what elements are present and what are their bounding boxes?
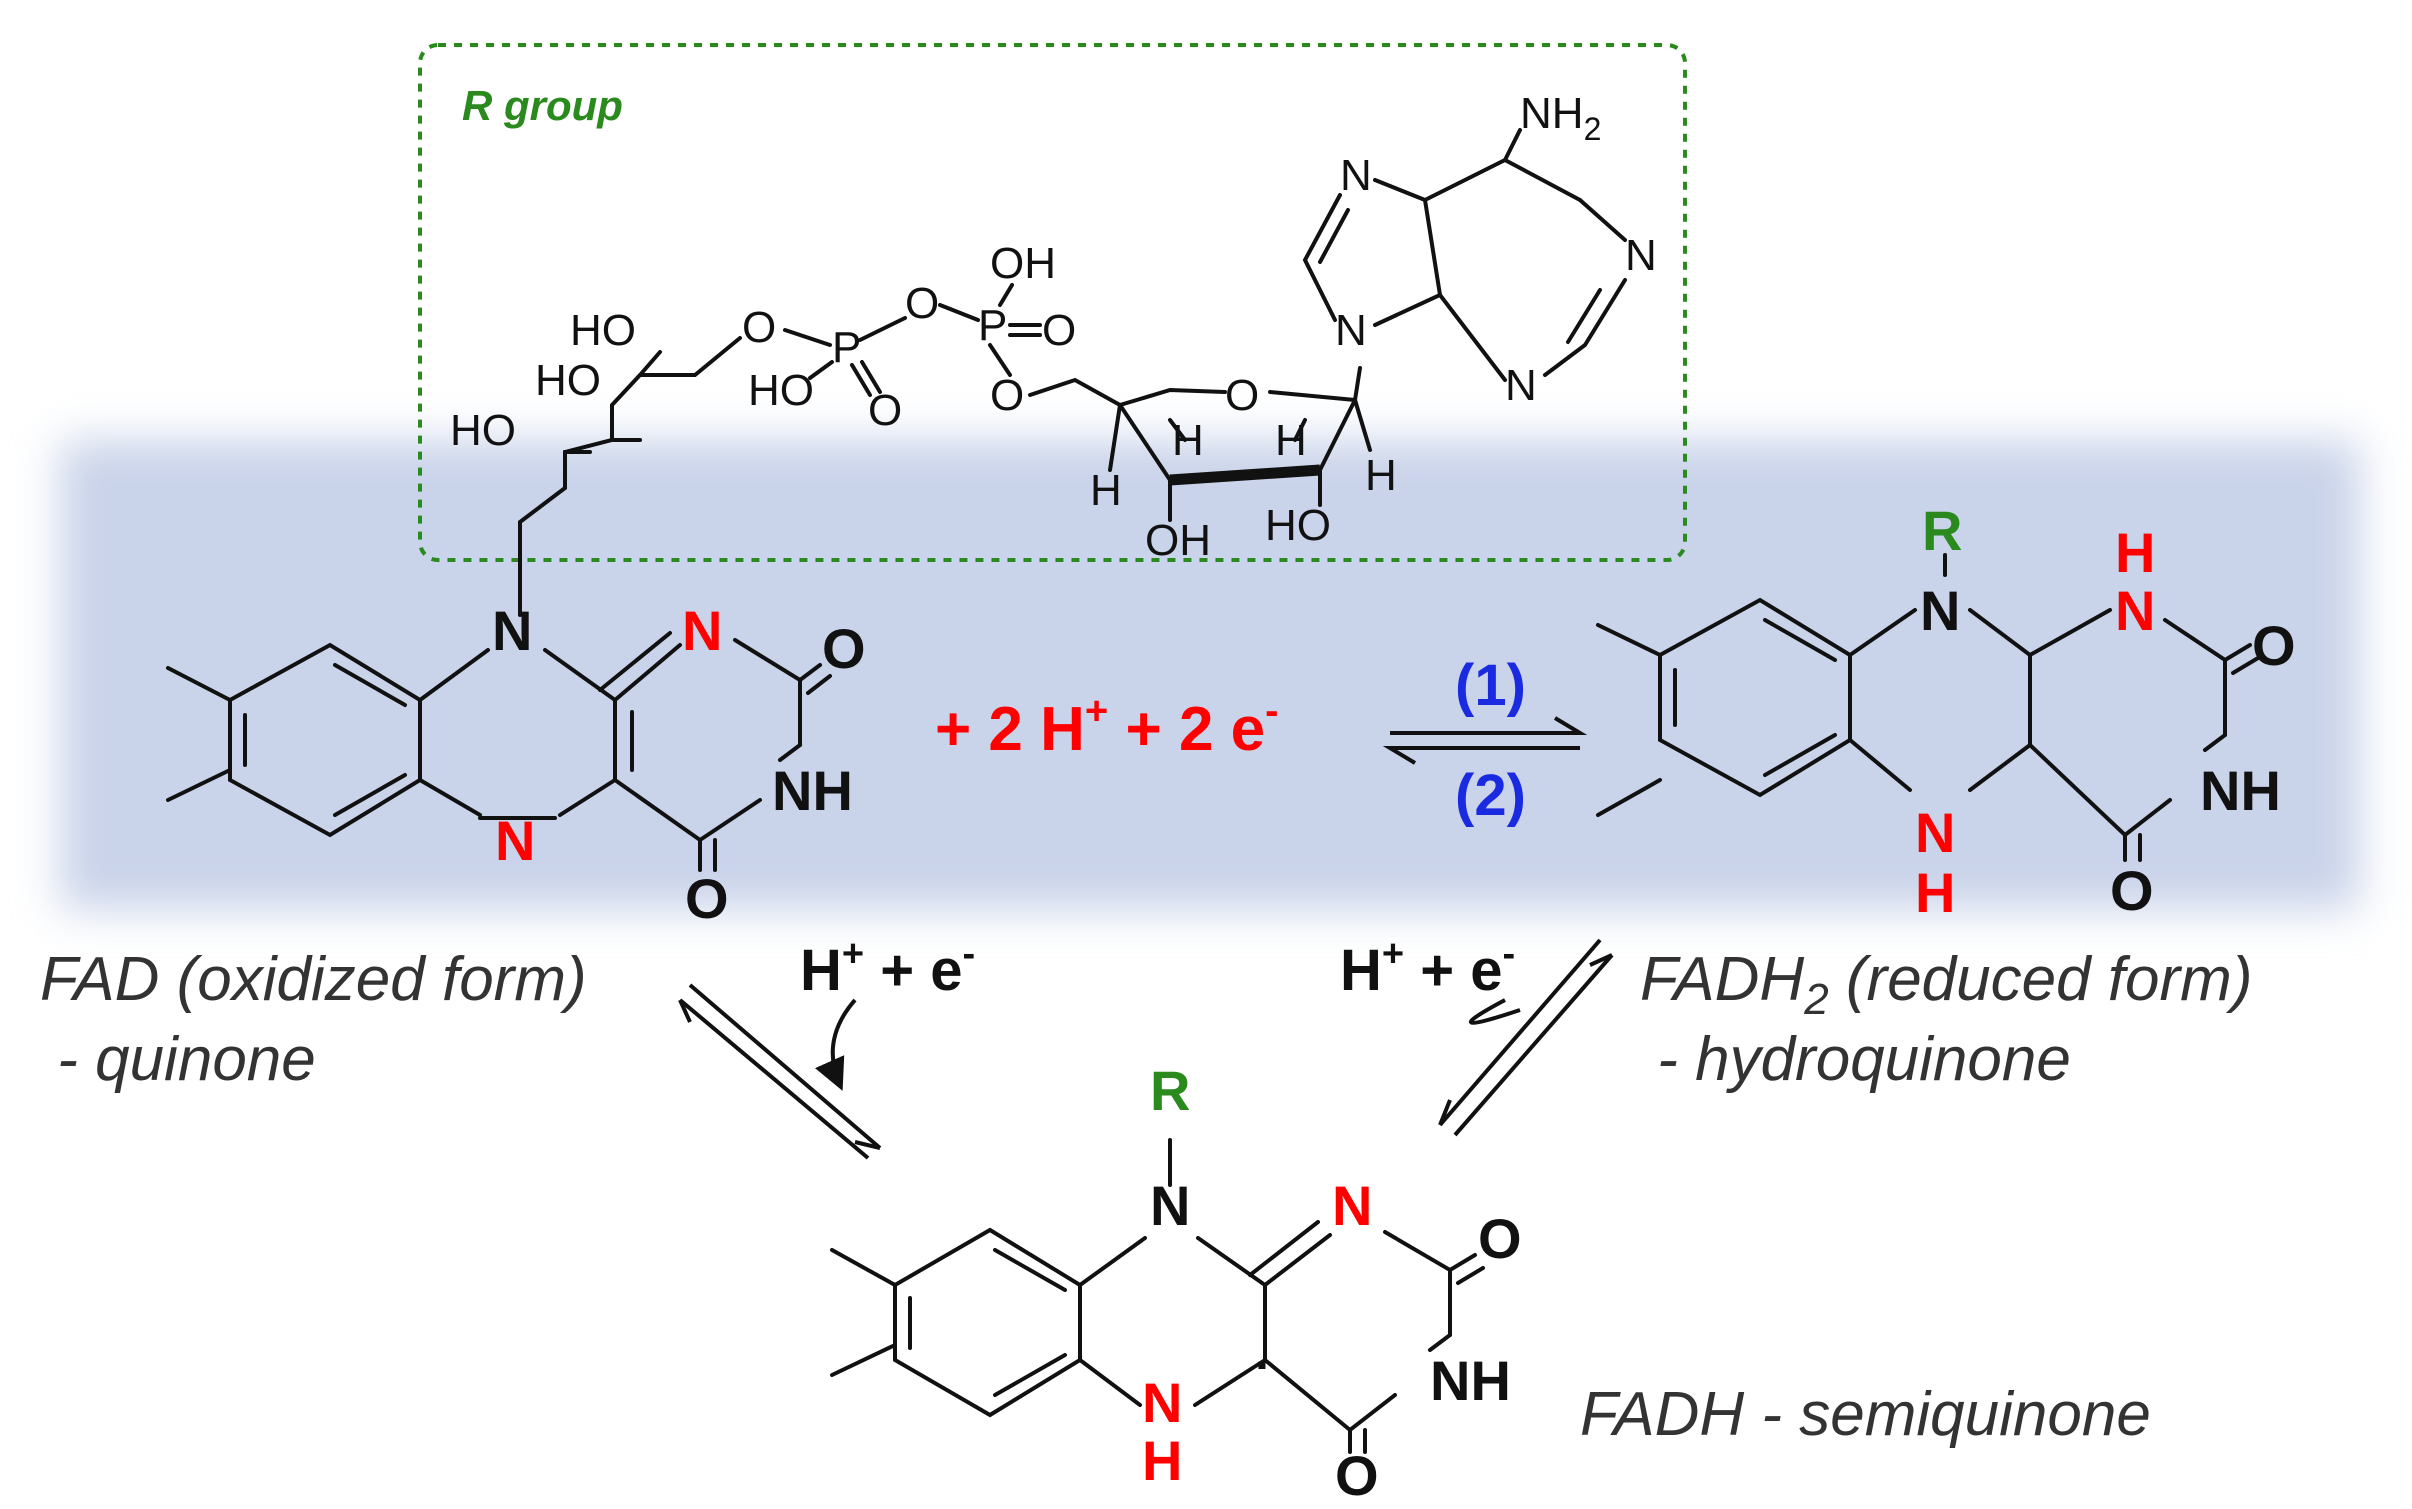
fadh2-n1: N	[2115, 579, 2155, 642]
fadh-r: R	[1150, 1059, 1190, 1122]
ribose-h-2: H	[1172, 416, 1204, 465]
fad-nh3: NH	[772, 759, 853, 822]
fad-o2: O	[822, 617, 866, 680]
left-equilibrium: H+ + e-	[678, 933, 975, 1160]
fadh2-r: R	[1922, 499, 1962, 562]
highlight-band	[60, 440, 2360, 910]
fadh2-o2: O	[2252, 614, 2296, 677]
adenine-nh2: NH2	[1520, 89, 1601, 147]
fadh-structure: R N N O NH O N H ·	[830, 1059, 1522, 1507]
fadh-radical-dot: ·	[1255, 1337, 1272, 1393]
r-group-structure: R group HO HO HO O P O HO O P OH O O O	[418, 43, 1687, 565]
ribose-ring-o: O	[1225, 371, 1259, 420]
fadh-n5: N	[1142, 1371, 1182, 1434]
fadh-n10: N	[1150, 1174, 1190, 1237]
ribityl-oh-2: HO	[535, 356, 601, 405]
fad-n10: N	[492, 599, 532, 662]
fadh-o2: O	[1478, 1207, 1522, 1270]
fadh-o4: O	[1335, 1444, 1379, 1507]
adenine-n3: N	[1505, 361, 1537, 410]
adenine-n1: N	[1625, 231, 1657, 280]
phosphate-p2: P	[978, 301, 1007, 350]
forward-arrow	[1390, 716, 1588, 735]
fadh2-h1: H	[2115, 521, 2155, 584]
fadh2-o4: O	[2110, 859, 2154, 922]
phosphate-p1-o-double: O	[868, 386, 902, 435]
fadh-h5: H	[1142, 1429, 1182, 1492]
fad-n5: N	[495, 809, 535, 872]
fadh2-structure: R N H N O NH O N H	[1596, 499, 2296, 924]
step-1-label: (1)	[1455, 653, 1526, 718]
left-reagent: H+ + e-	[800, 933, 975, 1003]
fadh-n1: N	[1332, 1174, 1372, 1237]
fad-caption-line1: FAD (oxidized form)	[40, 945, 587, 1014]
fadh2-caption-line2: - hydroquinone	[1640, 1025, 2071, 1094]
fadh-caption: FADH - semiquinone	[1580, 1380, 2151, 1449]
adenine-n9: N	[1335, 306, 1367, 355]
fad-o4: O	[685, 867, 729, 930]
right-reagent: H+ + e-	[1340, 933, 1515, 1003]
fad-n1: N	[682, 599, 722, 662]
ribose-h-3: H	[1275, 416, 1307, 465]
fadh-nh3: NH	[1430, 1349, 1511, 1412]
fad-structure: N N O NH O N	[166, 553, 866, 930]
fadh2-h5: H	[1915, 861, 1955, 924]
phosphate-p2-oh: OH	[990, 239, 1056, 288]
ribose-oh-right: HO	[1265, 501, 1331, 550]
phosphate-o-bridge: O	[905, 279, 939, 328]
ribose-h-1: H	[1090, 466, 1122, 515]
fadh2-n5: N	[1915, 801, 1955, 864]
fad-caption-line2: - quinone	[40, 1025, 316, 1094]
phosphate-o-link: O	[742, 303, 776, 352]
ribityl-oh-3: HO	[570, 306, 636, 355]
fadh2-caption-line1: FADH2 (reduced form)	[1640, 945, 2252, 1024]
ribose-oh-left: OH	[1145, 516, 1211, 565]
phosphate-p1-oh: HO	[748, 366, 814, 415]
reaction-equilibrium: + 2 H+ + 2 e- (1) (2)	[935, 653, 1588, 828]
phosphate-p1: P	[832, 323, 861, 372]
r-group-dashed-box	[418, 43, 1687, 562]
reverse-arrow	[1382, 746, 1580, 765]
sugar-o-link: O	[990, 371, 1024, 420]
adenine-n7: N	[1340, 151, 1372, 200]
right-equilibrium: H+ + e-	[1340, 933, 1614, 1137]
r-group-label: R group	[462, 82, 623, 129]
reagent-2h-2e: + 2 H+ + 2 e-	[935, 689, 1278, 764]
phosphate-p2-o-double: O	[1042, 306, 1076, 355]
ribityl-oh-1: HO	[450, 406, 516, 455]
fadh2-nh3: NH	[2200, 759, 2281, 822]
ribose-h-4: H	[1365, 451, 1397, 500]
step-2-label: (2)	[1455, 763, 1526, 828]
fadh2-n10: N	[1920, 579, 1960, 642]
